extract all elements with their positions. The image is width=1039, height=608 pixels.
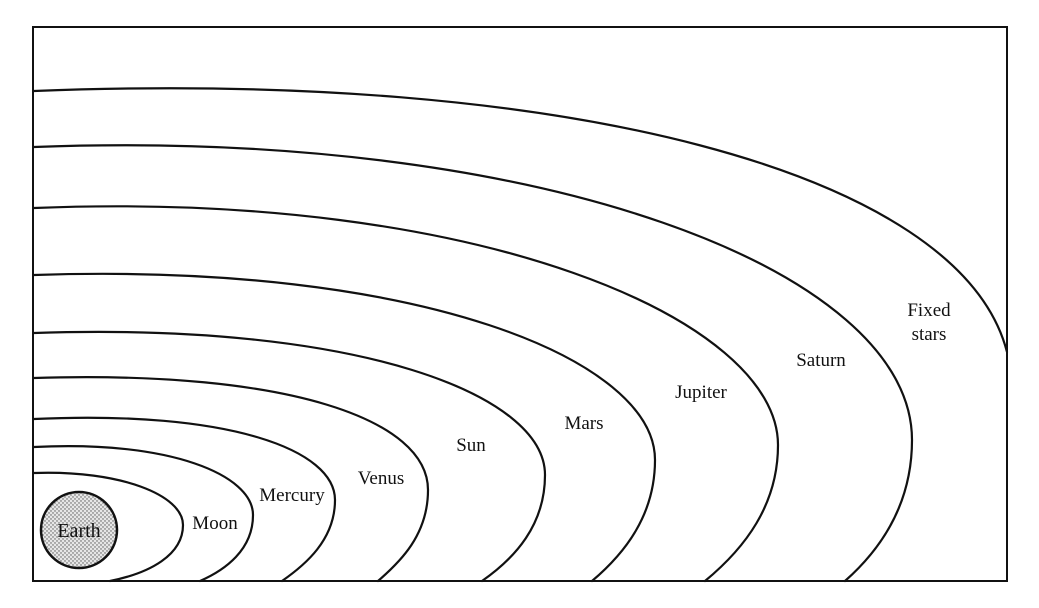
- orbit-outermost: [32, 87, 1009, 354]
- label-saturn: Saturn: [796, 350, 846, 371]
- orbit-moon: [32, 471, 185, 583]
- label-moon: Moon: [192, 513, 238, 534]
- orbit-sun: [32, 376, 430, 583]
- earth-circle: [39, 490, 119, 570]
- earth-label: Earth: [57, 520, 100, 542]
- earth: Earth: [39, 490, 119, 570]
- orbit-mercury: [32, 445, 255, 583]
- orbit-venus: [32, 416, 337, 583]
- orbit-saturn: [32, 205, 780, 583]
- orbit-jupiter: [32, 272, 657, 583]
- label-jupiter: Jupiter: [675, 382, 727, 403]
- orbit-mars: [32, 330, 547, 583]
- label-fixed-stars-line2: stars: [912, 324, 947, 345]
- label-mars: Mars: [564, 413, 603, 434]
- label-sun: Sun: [456, 435, 486, 456]
- label-venus: Venus: [358, 468, 404, 489]
- orbit-fixed-stars: [32, 144, 914, 583]
- diagram-frame: [32, 26, 1008, 582]
- label-mercury: Mercury: [259, 485, 325, 506]
- label-fixed-stars-line1: Fixed: [907, 300, 951, 321]
